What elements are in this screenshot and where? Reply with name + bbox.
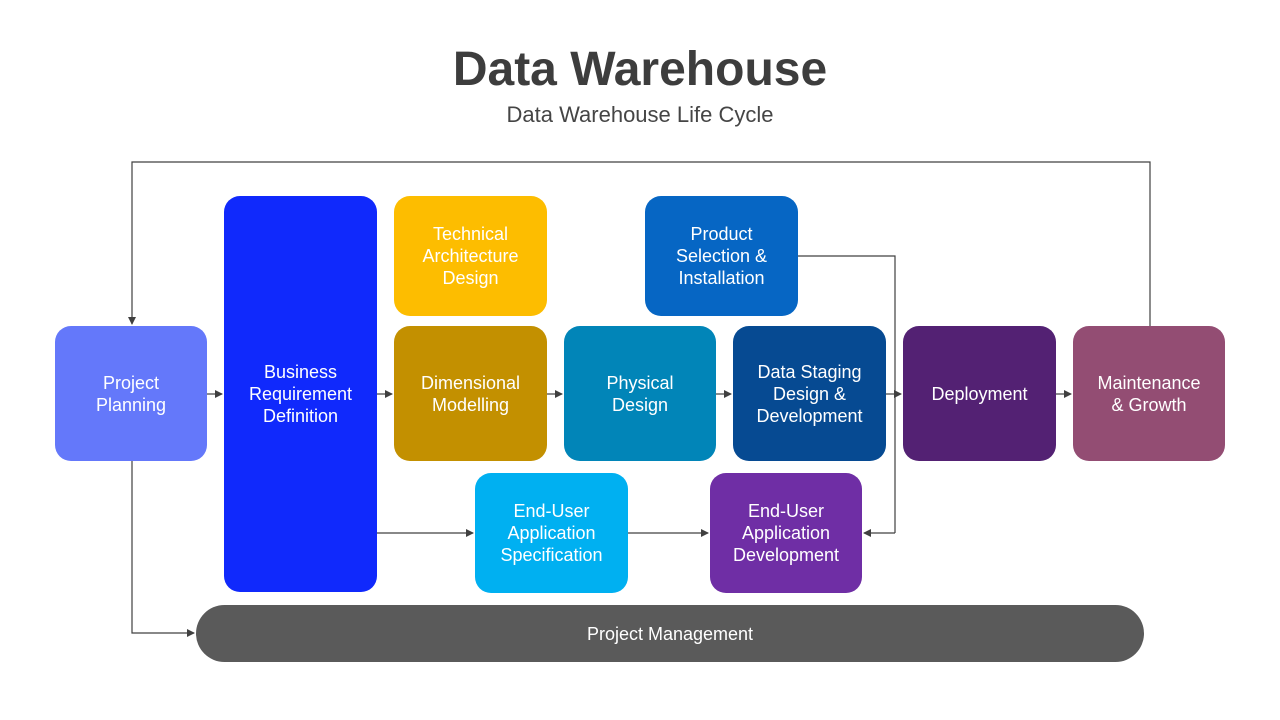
node-label-line: Project xyxy=(102,372,160,393)
connector-maintenance-to-planning xyxy=(128,161,1151,326)
node-label-line: Design xyxy=(442,268,499,288)
node-label-line: Planning xyxy=(95,394,167,415)
page-title: Data Warehouse xyxy=(452,43,828,96)
node-label-line: Maintenance xyxy=(1097,372,1201,393)
node-maintenance-growth: Maintenance & Growth xyxy=(1073,326,1225,461)
node-deployment: Deployment xyxy=(903,326,1056,461)
node-label-line: Project Management xyxy=(586,623,754,644)
node-label-line: Architecture xyxy=(422,246,519,266)
node-physical-design: Physical Design xyxy=(564,326,716,461)
node-label-line: Application xyxy=(741,523,831,543)
node-label-line: Installation xyxy=(678,268,765,288)
node-project-planning: Project Planning xyxy=(55,326,207,461)
node-label-line: Technical xyxy=(432,224,509,244)
node-label-line: Product xyxy=(690,224,753,244)
node-label-line: Physical xyxy=(606,372,674,393)
node-label-line: Specification xyxy=(500,545,603,565)
node-label-line: Design xyxy=(611,394,669,415)
node-label-line: End-User xyxy=(513,501,590,521)
connector-product-to-right xyxy=(798,255,896,533)
node-label-line: End-User xyxy=(747,501,825,521)
node-end-user-application-development: End-User Application Development xyxy=(710,473,862,593)
node-dimensional-modelling: Dimensional Modelling xyxy=(394,326,547,461)
node-business-requirement-definition: Business Requirement Definition xyxy=(224,196,377,592)
node-label-line: Development xyxy=(756,405,863,426)
node-end-user-application-specification: End-User Application Specification xyxy=(475,473,628,593)
node-label-line: Selection & xyxy=(675,246,768,266)
node-technical-architecture-design: Technical Architecture Design xyxy=(394,196,547,316)
node-label-line: Data Staging xyxy=(757,361,862,382)
node-label-line: Dimensional xyxy=(420,372,521,393)
node-product-selection-installation: Product Selection & Installation xyxy=(645,196,798,316)
node-label-line: Definition xyxy=(262,406,339,426)
node-label-line: & Growth xyxy=(1111,394,1187,415)
node-label-line: Application xyxy=(507,523,596,543)
node-project-management: Project Management xyxy=(196,605,1144,662)
node-label-line: Deployment xyxy=(931,383,1028,404)
node-label-line: Requirement xyxy=(248,384,353,404)
connector-planning-to-pm xyxy=(131,461,195,637)
node-label-line: Business xyxy=(263,362,338,382)
page-subtitle: Data Warehouse Life Cycle xyxy=(506,102,774,127)
node-label-line: Development xyxy=(732,545,840,565)
node-label-line: Modelling xyxy=(431,394,510,415)
node-label-line: Design & xyxy=(772,383,847,404)
node-data-staging-design-development: Data Staging Design & Development xyxy=(733,326,886,461)
